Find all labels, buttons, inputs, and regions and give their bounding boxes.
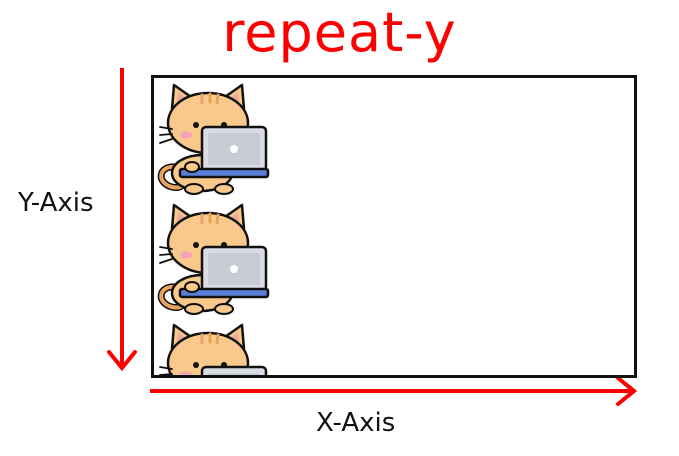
cat-with-laptop-icon: [154, 201, 274, 321]
cat-with-laptop-icon: [154, 81, 274, 201]
x-axis-arrow: [150, 376, 638, 406]
background-container: [151, 75, 637, 378]
x-axis-label: X-Axis: [316, 408, 396, 438]
cat-with-laptop-icon: [154, 321, 274, 378]
y-axis-arrow: [107, 68, 137, 372]
y-axis-label: Y-Axis: [18, 188, 94, 218]
page-title: repeat-y: [222, 1, 457, 64]
